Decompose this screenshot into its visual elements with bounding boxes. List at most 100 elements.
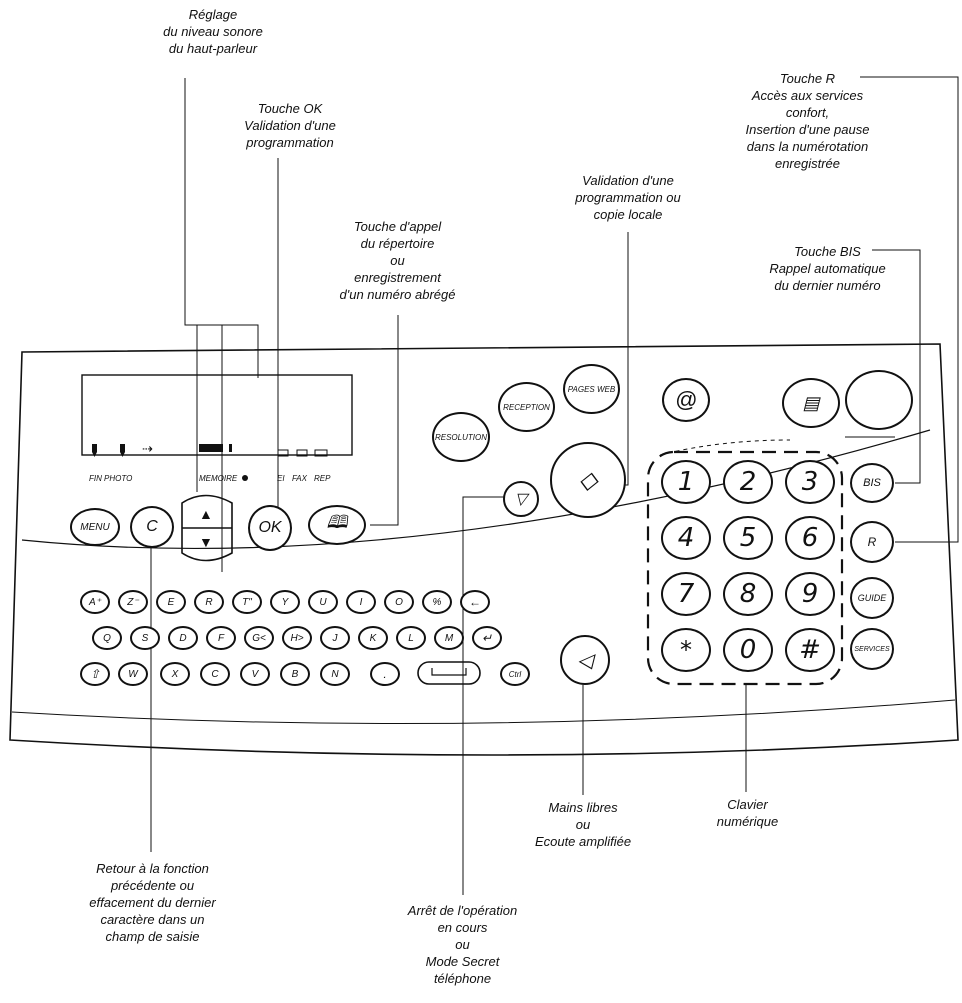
alpha-key[interactable]: . — [370, 662, 400, 686]
alpha-key-label: . — [383, 667, 387, 681]
shift-key[interactable]: ⇧ — [80, 662, 110, 686]
ok-label: OK — [258, 519, 282, 536]
ctrl-key[interactable]: Ctrl — [500, 662, 530, 686]
r-label: R — [867, 535, 877, 549]
keypad-key-2[interactable]: 2 — [723, 460, 773, 504]
alpha-key[interactable]: M — [434, 626, 464, 650]
callout-line: Touche OK — [257, 101, 323, 116]
space-bar[interactable] — [418, 662, 480, 684]
callout-line: téléphone — [433, 971, 492, 986]
alpha-key[interactable]: S — [130, 626, 160, 650]
r-button[interactable]: R — [850, 521, 894, 563]
alpha-key-label: L — [408, 632, 414, 644]
services-label: SERVICES — [854, 645, 890, 653]
repertoire-button[interactable]: 🕮 — [308, 505, 366, 545]
keypad-key-6[interactable]: 6 — [785, 516, 835, 560]
keypad-key-1[interactable]: 1 — [661, 460, 711, 504]
keypad-label: 1 — [677, 467, 695, 497]
diamond-icon: ◇ — [578, 466, 598, 494]
speaker-icon: ◁ — [577, 649, 593, 672]
display-label-fax: FAX — [292, 474, 307, 483]
callout-ok: Touche OK Validation d'une programmation — [215, 100, 365, 151]
display-label-ei: EI — [277, 474, 285, 483]
menu-button[interactable]: MENU — [70, 508, 120, 546]
arrow-up-icon[interactable]: ▲ — [199, 506, 213, 522]
alpha-key[interactable]: A⁺ — [80, 590, 110, 614]
alpha-key[interactable]: U — [308, 590, 338, 614]
alpha-key[interactable]: Z⁻ — [118, 590, 148, 614]
speaker-button[interactable]: ◁ — [560, 635, 610, 685]
c-button[interactable]: C — [130, 506, 174, 548]
alpha-key[interactable]: W — [118, 662, 148, 686]
callout-bis: Touche BIS Rappel automatique du dernier… — [745, 243, 910, 294]
email-at-button[interactable]: @ — [662, 378, 710, 422]
callout-line: Touche BIS — [794, 244, 861, 259]
bis-button[interactable]: BIS — [850, 463, 894, 503]
list-button[interactable]: ▤ — [782, 378, 840, 428]
alpha-key[interactable]: X — [160, 662, 190, 686]
alpha-key-label: Y — [281, 596, 289, 608]
alpha-key[interactable]: I — [346, 590, 376, 614]
callout-line: d'un numéro abrégé — [339, 287, 456, 302]
callout-line: Ecoute amplifiée — [534, 834, 632, 849]
alpha-key[interactable]: L — [396, 626, 426, 650]
alpha-key-label: T" — [242, 596, 252, 608]
callout-line: caractère dans un — [100, 912, 205, 927]
alpha-key-label: % — [432, 596, 442, 608]
ok-button[interactable]: OK — [248, 505, 292, 551]
alpha-key[interactable]: Q — [92, 626, 122, 650]
alpha-key[interactable]: G< — [244, 626, 274, 650]
enter-key[interactable]: ↵ — [472, 626, 502, 650]
alpha-key-label: A⁺ — [89, 596, 101, 608]
alpha-key[interactable]: T" — [232, 590, 262, 614]
alpha-key-label: U — [319, 596, 327, 608]
keypad-key-hash[interactable]: # — [785, 628, 835, 672]
callout-line: Clavier — [727, 797, 768, 812]
alpha-key[interactable]: N — [320, 662, 350, 686]
callout-line: Validation d'une — [244, 118, 336, 133]
keypad-key-7[interactable]: 7 — [661, 572, 711, 616]
keypad-key-0[interactable]: 0 — [723, 628, 773, 672]
keypad-key-3[interactable]: 3 — [785, 460, 835, 504]
keypad-label: 8 — [739, 579, 757, 609]
keypad-key-9[interactable]: 9 — [785, 572, 835, 616]
keypad-key-4[interactable]: 4 — [661, 516, 711, 560]
alpha-key[interactable]: F — [206, 626, 236, 650]
guide-button[interactable]: GUIDE — [850, 577, 894, 619]
start-copy-button[interactable]: ◇ — [550, 442, 626, 518]
callout-line: Arrêt de l'opération — [407, 903, 518, 918]
alpha-key[interactable]: Y — [270, 590, 300, 614]
reception-button[interactable]: RECEPTION — [498, 382, 555, 432]
alpha-key[interactable]: D — [168, 626, 198, 650]
blank-round-button[interactable] — [845, 370, 913, 430]
keypad-label: 4 — [677, 523, 695, 553]
alpha-key-label: J — [332, 632, 338, 644]
callout-line: précédente ou — [110, 878, 195, 893]
alpha-key[interactable]: E — [156, 590, 186, 614]
resolution-button[interactable]: RESOLUTION — [432, 412, 490, 462]
services-button[interactable]: SERVICES — [850, 628, 894, 670]
alpha-key-label: D — [179, 632, 187, 644]
keypad-key-star[interactable]: * — [661, 628, 711, 672]
alpha-key[interactable]: % — [422, 590, 452, 614]
pages-web-button[interactable]: PAGES WEB — [563, 364, 620, 414]
stop-button[interactable]: ▽ — [503, 481, 539, 517]
callout-repertoire: Touche d'appel du répertoire ou enregist… — [310, 218, 485, 303]
display-label-fin: FIN — [89, 474, 102, 483]
callout-r-key: Touche R Accès aux services confort, Ins… — [720, 70, 895, 172]
alpha-key[interactable]: K — [358, 626, 388, 650]
alpha-key[interactable]: C — [200, 662, 230, 686]
backspace-key[interactable]: ← — [460, 590, 490, 614]
alpha-key-label: ↵ — [481, 631, 493, 645]
alpha-key[interactable]: V — [240, 662, 270, 686]
alpha-key[interactable]: R — [194, 590, 224, 614]
arrow-down-icon[interactable]: ▼ — [199, 534, 213, 550]
alpha-key[interactable]: H> — [282, 626, 312, 650]
alpha-key-label: N — [331, 668, 339, 680]
alpha-key-label: Q — [103, 632, 111, 644]
alpha-key[interactable]: O — [384, 590, 414, 614]
alpha-key[interactable]: B — [280, 662, 310, 686]
alpha-key[interactable]: J — [320, 626, 350, 650]
keypad-key-5[interactable]: 5 — [723, 516, 773, 560]
keypad-key-8[interactable]: 8 — [723, 572, 773, 616]
